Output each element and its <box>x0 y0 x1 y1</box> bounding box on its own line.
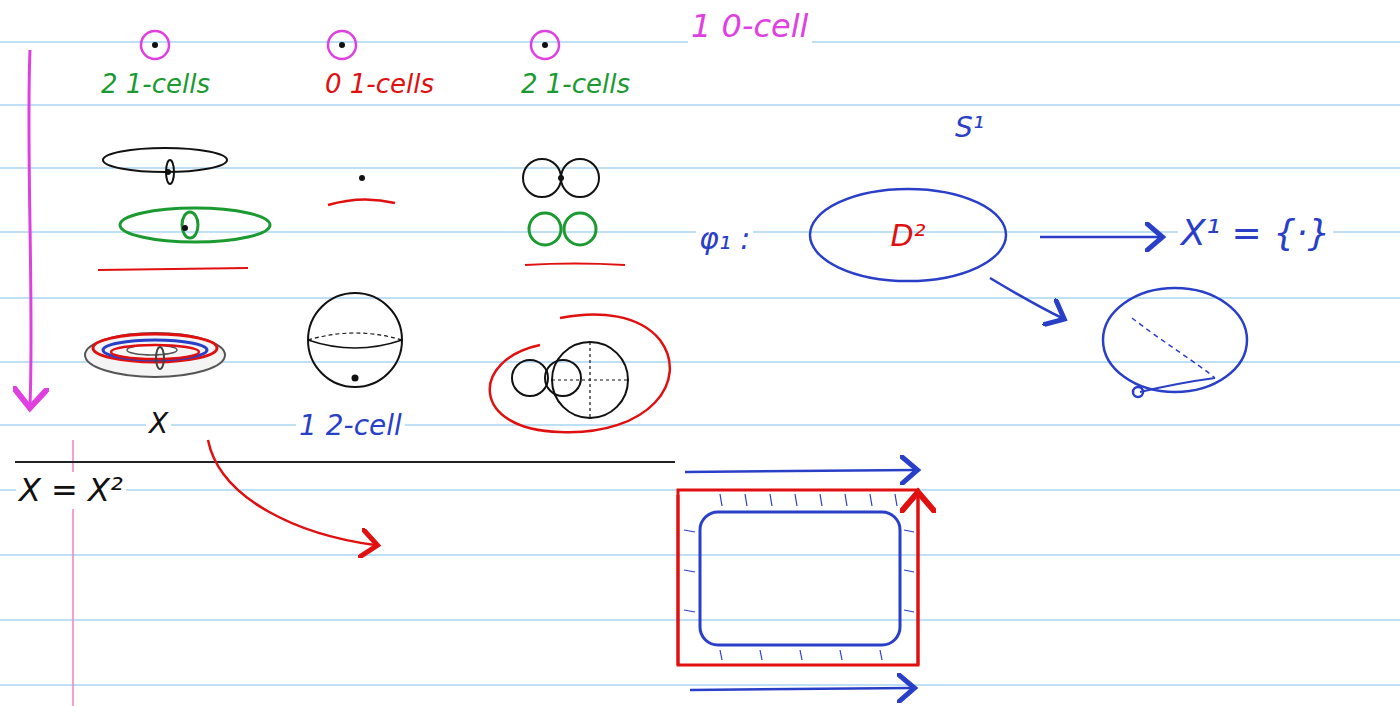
space-label: S¹ <box>952 112 987 144</box>
cell-count: 0 1-cells <box>322 70 437 100</box>
cell-count: 1 2-cell <box>296 410 405 442</box>
node-text: D² <box>890 218 925 253</box>
map-label: φ₁ : <box>696 222 753 257</box>
equation: X = X² <box>16 472 126 509</box>
skeleton-label: X¹ = {·} <box>1178 212 1333 253</box>
cell-count: 1 0-cell <box>688 8 812 45</box>
disk-shape: D² <box>808 187 1008 283</box>
space-label: X <box>146 408 171 440</box>
cell-count: 2 1-cells <box>98 70 213 100</box>
cell-count: 2 1-cells <box>518 70 633 100</box>
